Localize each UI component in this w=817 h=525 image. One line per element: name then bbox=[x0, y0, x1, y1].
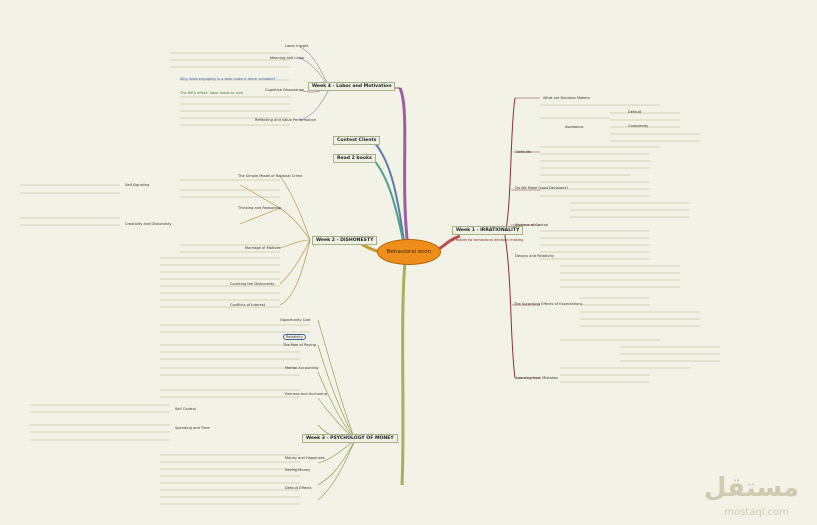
week3-node-default-effects[interactable]: Default Effects bbox=[285, 486, 312, 490]
branch-week2[interactable]: Week 2 - DISHONESTY bbox=[312, 236, 378, 245]
week4-node-reflecting[interactable]: Reflecting and Value Performance bbox=[255, 118, 316, 122]
week1-node-decision-makers[interactable]: What are Decision Makers bbox=[543, 96, 590, 100]
week3-node-money-happiness[interactable]: Money and Happiness bbox=[285, 456, 325, 460]
branch-week2-title: Week 2 - DISHONESTY bbox=[316, 238, 374, 243]
week1-node-defaults[interactable]: Defaults bbox=[516, 150, 532, 154]
week1-node-default[interactable]: Default bbox=[628, 110, 642, 114]
branch-week4[interactable]: Week 4 - Labor and Motivation bbox=[308, 82, 396, 91]
week3-node-opportunity-cost[interactable]: Opportunity Cost bbox=[280, 318, 311, 322]
week3-node-relativity[interactable]: Relativity bbox=[283, 334, 306, 341]
watermark-logo-latin: mostaql.com bbox=[724, 507, 789, 518]
week1-node-decoys[interactable]: Decoys and Relativity bbox=[515, 254, 555, 258]
branch-week3-title: Week 3 - PSYCHOLOGY OF MONEY bbox=[306, 436, 394, 441]
week3-node-fairness[interactable]: Fairness and Anchoring bbox=[285, 392, 327, 396]
central-topic-label: Behavioral econ bbox=[386, 249, 432, 255]
week1-node-expectations[interactable]: The Surprising Effects of Expectations bbox=[514, 302, 583, 306]
week4-node-meaning[interactable]: Meaning and Labor bbox=[270, 56, 305, 60]
branch-read[interactable]: Read 2 books bbox=[333, 154, 376, 163]
branch-week1[interactable]: Week 1 - IRRATIONALITY bbox=[452, 226, 524, 235]
branch-week4-connector bbox=[398, 87, 410, 249]
branch-contest[interactable]: Contest Clients bbox=[333, 136, 381, 145]
week3-node-saving[interactable]: Saving Money bbox=[285, 468, 311, 472]
branch-contest-connector bbox=[371, 139, 406, 249]
branch-read-title: Read 2 books bbox=[337, 156, 372, 161]
week2-node-creativity[interactable]: Creativity and Dishonesty bbox=[125, 222, 172, 226]
week2-node-counting[interactable]: Counting the Dishonesty bbox=[230, 282, 275, 286]
week1-node-illusions[interactable]: Illusions of Control bbox=[515, 223, 549, 227]
week2-node-marriage[interactable]: Marriage of Motives bbox=[245, 246, 281, 250]
week4-node-why-engaging[interactable]: Why does engaging in a task make it more… bbox=[180, 77, 276, 81]
week1-node-learning[interactable]: Learning from Mistakes bbox=[516, 376, 558, 380]
branch-week1-subtitle: A model for behavioral decision making bbox=[452, 238, 524, 242]
week1-node-complexity[interactable]: Complexity bbox=[628, 124, 649, 128]
branch-contest-title: Contest Clients bbox=[337, 138, 377, 143]
branch-week3-connector bbox=[400, 261, 407, 486]
central-topic[interactable]: Behavioral econ bbox=[377, 239, 441, 265]
week1-node-avoidance[interactable]: Avoidance bbox=[565, 125, 584, 129]
week4-node-ikea-effect[interactable]: The IKEA effect: labor leads to love bbox=[180, 91, 244, 95]
week3-node-self-control[interactable]: Self Control bbox=[175, 407, 196, 411]
week2-node-thinking[interactable]: Thinking and Reasoning bbox=[238, 206, 282, 210]
week1-node-good-decisions[interactable]: Do We Make Good Decisions? bbox=[515, 186, 569, 190]
branch-week3[interactable]: Week 3 - PSYCHOLOGY OF MONEY bbox=[302, 434, 398, 443]
week2-node-conflicts[interactable]: Conflicts of Interest bbox=[230, 303, 266, 307]
week4-node-labor-insight[interactable]: Labor Insight bbox=[285, 44, 309, 48]
branch-read-connector bbox=[371, 157, 406, 251]
branch-week4-title: Week 4 - Labor and Motivation bbox=[312, 84, 392, 89]
week3-node-mental-accounting[interactable]: Mental Accounting bbox=[285, 366, 319, 370]
week3-node-spending-time[interactable]: Spending and Time bbox=[175, 426, 210, 430]
branch-week1-title: Week 1 - IRRATIONALITY bbox=[456, 228, 520, 233]
week2-node-simple-model[interactable]: The Simple Model of Rational Crime bbox=[238, 174, 303, 178]
week2-node-self-signaling[interactable]: Self-Signaling bbox=[125, 183, 150, 187]
week3-node-pain-of-paying[interactable]: The Pain of Paying bbox=[283, 343, 316, 347]
watermark-logo-arabic: مستقل bbox=[703, 473, 799, 503]
week4-node-cognitive-dissonance[interactable]: Cognitive Dissonance bbox=[265, 88, 304, 92]
